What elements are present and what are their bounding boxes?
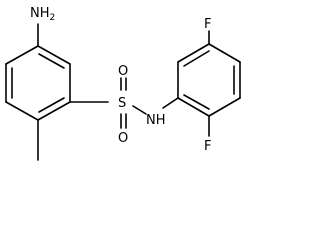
bond-ring-left-1 — [37, 45, 71, 65]
bond-sulfur-to-nh — [132, 105, 147, 115]
bond-nh-to-ring — [162, 97, 179, 109]
bond-ring-left-double-1 — [38, 53, 65, 69]
bond-ring-left-6 — [5, 45, 39, 65]
bond-ring-left-4 — [5, 101, 39, 121]
bond-ring-right-2 — [177, 43, 210, 63]
bond-ring-left-3 — [37, 101, 71, 121]
structure-drawing: NH2 S O O NH F F — [5, 6, 241, 161]
nh-label: NH — [146, 113, 166, 128]
fluorine-top-label: F — [204, 17, 211, 32]
right-benzene-ring — [177, 43, 241, 117]
bond-ring-left-double-2 — [38, 97, 65, 113]
bond-ring-right-5 — [208, 97, 241, 117]
molecule-structure: NH2 S O O NH F F — [5, 6, 241, 161]
bond-ring-right-double-1 — [183, 50, 210, 67]
fluorine-bottom-label: F — [204, 139, 211, 154]
bond-ring-right-3 — [208, 43, 241, 63]
oxygen-top-label: O — [118, 64, 128, 79]
left-benzene-ring — [5, 45, 71, 121]
oxygen-bottom-label: O — [118, 131, 128, 146]
bond-ring-right-6 — [177, 97, 210, 117]
bond-ring-right-double-3 — [183, 94, 210, 110]
amine-label: NH2 — [30, 6, 55, 23]
sulfur-label: S — [118, 96, 126, 111]
